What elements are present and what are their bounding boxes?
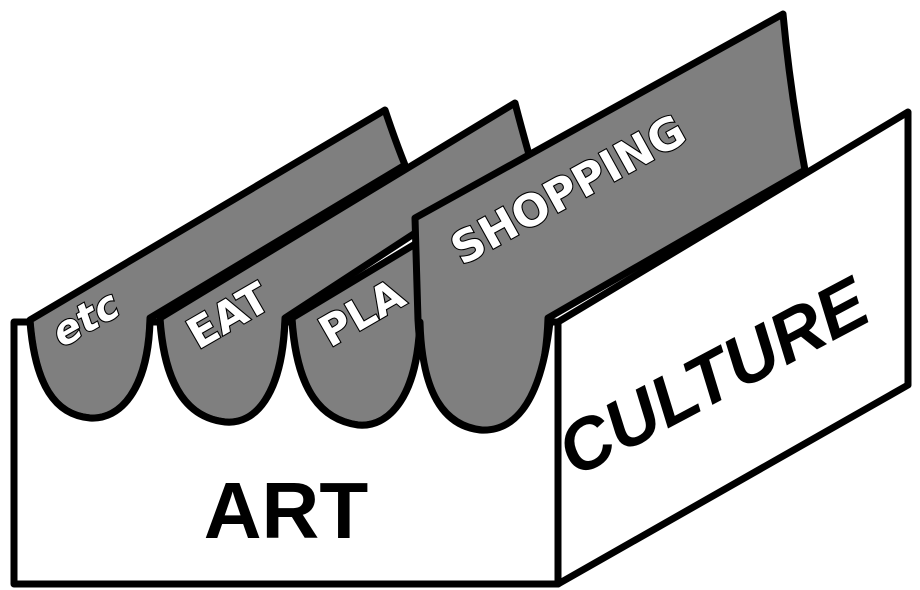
box-front-label: ART — [204, 466, 369, 555]
